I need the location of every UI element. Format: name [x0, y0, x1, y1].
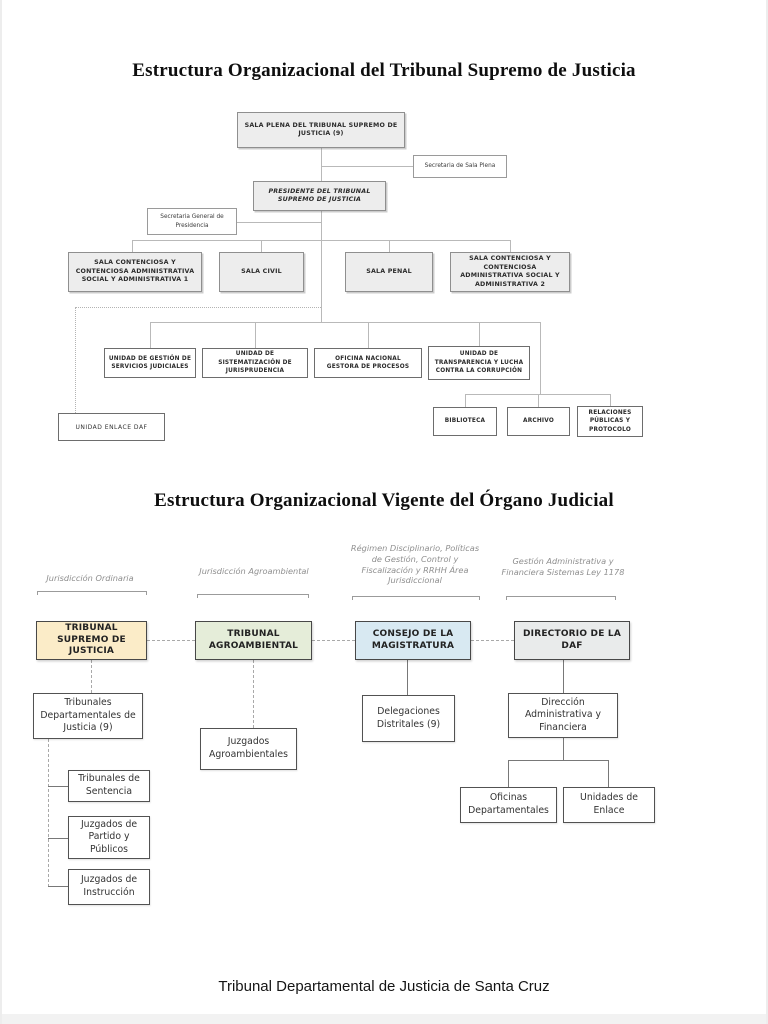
connector-line [389, 240, 390, 252]
bracket-tick [37, 591, 38, 595]
connector-line [540, 322, 541, 394]
org-box-unidad-gestion-servicios: UNIDAD DE GESTIÓN DE SERVICIOS JUDICIALE… [104, 348, 196, 378]
org-box-unidad-sistematizacion: UNIDAD DE SISTEMATIZACIÓN DE JURISPRUDEN… [202, 348, 308, 378]
bracket-tick [615, 596, 616, 600]
connector-line [255, 322, 256, 348]
connector-line [321, 166, 413, 167]
connector-line [563, 738, 565, 760]
org-box-tribunales-departamentales: Tribunales Departamentales de Justicia (… [33, 693, 143, 739]
connector-line [237, 222, 321, 223]
bracket-tick [352, 596, 353, 600]
connector-line-dashed [147, 640, 195, 641]
org-box-directorio-daf: DIRECTORIO DE LA DAF [514, 621, 630, 660]
org-box-sala-civil: SALA CIVIL [219, 252, 304, 292]
bracket-line [506, 596, 616, 597]
connector-line [510, 240, 511, 252]
scan-edge-left [0, 0, 2, 1024]
org-box-tribunal-agroambiental: TRIBUNAL AGROAMBIENTAL [195, 621, 312, 660]
bracket-tick [146, 591, 147, 595]
connector-line [465, 394, 610, 395]
connector-line [321, 240, 322, 322]
column-label-regimen-disciplinario: Régimen Disciplinario, Políticas de Gest… [350, 543, 480, 586]
connector-line [465, 394, 466, 407]
connector-line-dashed [253, 660, 254, 728]
connector-line-dashed [312, 640, 355, 641]
connector-line [563, 660, 565, 693]
page-footer: Tribunal Departamental de Justicia de Sa… [218, 978, 550, 995]
org-box-unidad-enlace-daf: UNIDAD ENLACE DAF [58, 413, 165, 441]
connector-line [508, 760, 510, 787]
org-box-sala-penal: SALA PENAL [345, 252, 433, 292]
org-box-juzgados-partido: Juzgados de Partido y Públicos [68, 816, 150, 859]
bracket-tick [308, 594, 309, 598]
org-box-tribunales-sentencia: Tribunales de Sentencia [68, 770, 150, 802]
scan-band-bottom [0, 1014, 768, 1024]
connector-line [608, 760, 610, 787]
column-label-jurisdiccion-ordinaria: Jurisdicción Ordinaria [46, 573, 134, 583]
column-label-jurisdiccion-agroambiental: Jurisdicción Agroambiental [199, 566, 309, 576]
connector-line [610, 394, 611, 406]
connector-line [48, 786, 68, 788]
org-box-biblioteca: BIBLIOTECA [433, 407, 497, 436]
connector-line [150, 322, 151, 348]
bracket-line [37, 591, 147, 592]
connector-line [538, 394, 539, 407]
org-box-oficinas-departamentales: Oficinas Departamentales [460, 787, 557, 823]
org-box-delegaciones-distritales: Delegaciones Distritales (9) [362, 695, 455, 742]
connector-line [407, 660, 409, 695]
bracket-line [197, 594, 309, 595]
org-box-presidente: PRESIDENTE DEL TRIBUNAL SUPREMO DE JUSTI… [253, 181, 386, 211]
scan-edge-right [766, 0, 768, 1024]
connector-line [368, 322, 369, 348]
connector-line [150, 322, 540, 323]
chart2-title: Estructura Organizacional Vigente del Ór… [154, 490, 614, 511]
org-box-secretaria-general: Secretaria General de Presidencia [147, 208, 237, 235]
bracket-tick [479, 596, 480, 600]
column-label-gestion-administrativa: Gestión Administrativa y Financiera Sist… [501, 556, 625, 577]
connector-line-dashed [48, 739, 49, 887]
org-box-oficina-gestora: OFICINA NACIONAL GESTORA DE PROCESOS [314, 348, 422, 378]
connector-line [261, 240, 262, 252]
org-box-juzgados-agroambientales: Juzgados Agroambientales [200, 728, 297, 770]
bracket-tick [506, 596, 507, 600]
connector-line-dotted [75, 307, 76, 413]
org-box-sala-plena: SALA PLENA DEL TRIBUNAL SUPREMO DE JUSTI… [237, 112, 405, 148]
org-box-tribunal-supremo: TRIBUNAL SUPREMO DE JUSTICIA [36, 621, 147, 660]
org-box-secretaria-sala-plena: Secretaria de Sala Plena [413, 155, 507, 178]
org-box-consejo-magistratura: CONSEJO DE LA MAGISTRATURA [355, 621, 471, 660]
bracket-line [352, 596, 480, 597]
connector-line [321, 211, 322, 240]
chart1-title: Estructura Organizacional del Tribunal S… [132, 60, 636, 81]
connector-line [479, 322, 480, 346]
org-box-sala-contenciosa-2: SALA CONTENCIOSA Y CONTENCIOSA ADMINISTR… [450, 252, 570, 292]
org-box-relaciones-publicas: RELACIONES PÚBLICAS Y PROTOCOLO [577, 406, 643, 437]
connector-line [132, 240, 133, 252]
connector-line [48, 838, 68, 840]
connector-line-dotted [75, 307, 321, 308]
org-box-direccion-administrativa: Dirección Administrativa y Financiera [508, 693, 618, 738]
connector-line [508, 760, 609, 762]
connector-line-dashed [471, 640, 514, 641]
bracket-tick [197, 594, 198, 598]
connector-line-dashed [91, 660, 92, 693]
org-box-sala-contenciosa-1: SALA CONTENCIOSA Y CONTENCIOSA ADMINISTR… [68, 252, 202, 292]
connector-line [321, 148, 322, 181]
org-box-unidades-enlace: Unidades de Enlace [563, 787, 655, 823]
org-box-juzgados-instruccion: Juzgados de Instrucción [68, 869, 150, 905]
org-box-unidad-transparencia: UNIDAD DE TRANSPARENCIA Y LUCHA CONTRA L… [428, 346, 530, 380]
connector-line [48, 886, 68, 888]
org-box-archivo: ARCHIVO [507, 407, 570, 436]
